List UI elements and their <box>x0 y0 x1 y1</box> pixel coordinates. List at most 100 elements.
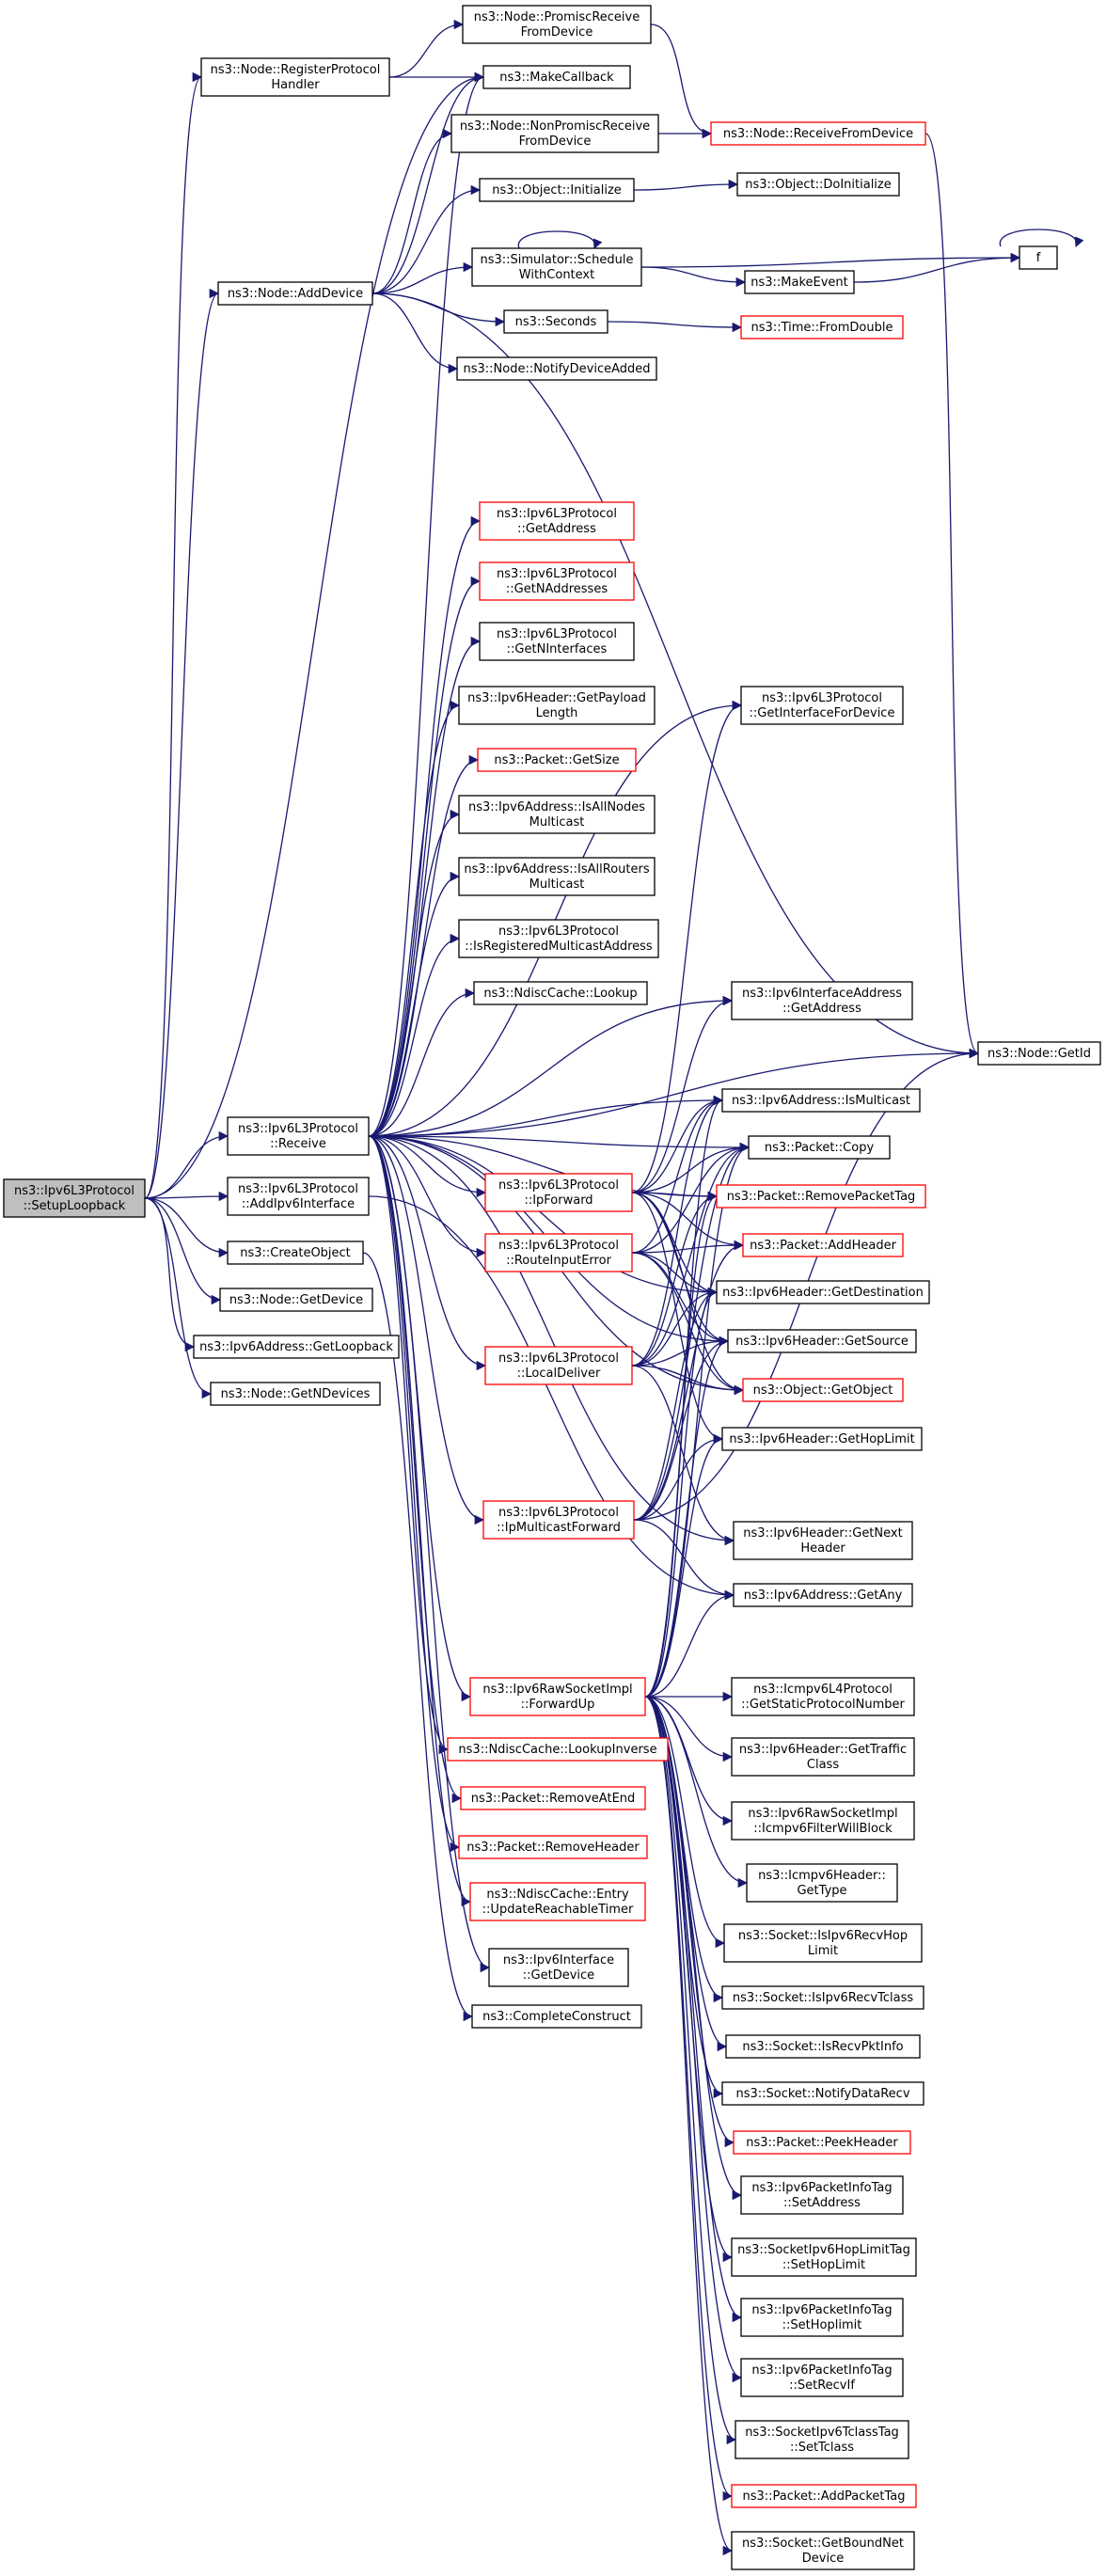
node-ipv6InterfaceGetDevice[interactable]: ns3::Ipv6Interface::GetDevice <box>488 1948 629 1987</box>
node-label: ::GetNAddresses <box>506 582 608 596</box>
node-ipForward[interactable]: ns3::Ipv6L3Protocol::IpForward <box>484 1173 633 1212</box>
node-getNAddresses[interactable]: ns3::Ipv6L3Protocol::GetNAddresses <box>479 561 635 601</box>
node-icmpv6FilterWillBlock[interactable]: ns3::Ipv6RawSocketImpl::Icmpv6FilterWill… <box>731 1801 915 1841</box>
node-peekHeader[interactable]: ns3::Packet::PeekHeader <box>733 2130 911 2155</box>
node-nodeGetDevice[interactable]: ns3::Node::GetDevice <box>219 1288 373 1312</box>
node-pktInfoSetHoplimit[interactable]: ns3::Ipv6PacketInfoTag::SetHoplimit <box>740 2298 904 2337</box>
node-label: ::GetAddress <box>782 1002 861 1016</box>
node-box <box>744 270 855 294</box>
node-label: ns3::Node::GetId <box>988 1047 1091 1061</box>
node-box <box>742 1378 904 1402</box>
node-tclassTagSetTclass[interactable]: ns3::SocketIpv6TclassTag::SetTclass <box>735 2420 909 2459</box>
node-ifaceGetAddress[interactable]: ns3::Ipv6InterfaceAddress::GetAddress <box>731 981 913 1020</box>
node-packetGetSize[interactable]: ns3::Packet::GetSize <box>477 748 637 772</box>
node-box <box>193 1335 400 1359</box>
node-label: ns3::Ipv6Header::GetHopLimit <box>729 1432 914 1446</box>
node-nodeGetId[interactable]: ns3::Node::GetId <box>977 1041 1101 1066</box>
node-objectDoInitialize[interactable]: ns3::Object::DoInitialize <box>736 172 900 197</box>
node-objectInitialize[interactable]: ns3::Object::Initialize <box>479 178 635 202</box>
node-label: ::SetHoplimit <box>782 2318 862 2332</box>
node-pktInfoSetRecvIf[interactable]: ns3::Ipv6PacketInfoTag::SetRecvIf <box>740 2358 904 2397</box>
node-isRegisteredMulticastAddress[interactable]: ns3::Ipv6L3Protocol::IsRegisteredMultica… <box>458 919 659 958</box>
node-addIpv6Interface[interactable]: ns3::Ipv6L3Protocol::AddIpv6Interface <box>227 1177 370 1216</box>
node-getNDevices[interactable]: ns3::Node::GetNDevices <box>210 1382 381 1406</box>
node-removeAtEnd[interactable]: ns3::Packet::RemoveAtEnd <box>460 1786 646 1810</box>
node-getSource[interactable]: ns3::Ipv6Header::GetSource <box>727 1329 917 1353</box>
node-ipMulticastForward[interactable]: ns3::Ipv6L3Protocol::IpMulticastForward <box>482 1500 635 1540</box>
node-pktInfoSetAddress[interactable]: ns3::Ipv6PacketInfoTag::SetAddress <box>740 2175 904 2215</box>
node-removeHeader[interactable]: ns3::Packet::RemoveHeader <box>458 1835 648 1859</box>
node-label: Multicast <box>529 877 585 892</box>
node-getAny[interactable]: ns3::Ipv6Address::GetAny <box>733 1583 913 1607</box>
edge-receive-to-isAllRoutersMulticast <box>368 871 461 1137</box>
node-label: ns3::Ipv6Header::GetNext <box>743 1526 902 1541</box>
node-getInterfaceForDevice[interactable]: ns3::Ipv6L3Protocol::GetInterfaceForDevi… <box>740 686 904 725</box>
node-getAddress[interactable]: ns3::Ipv6L3Protocol::GetAddress <box>479 501 635 541</box>
node-f[interactable]: f <box>1019 245 1058 270</box>
node-getStaticProtocolNumber[interactable]: ns3::Icmpv6L4Protocol::GetStaticProtocol… <box>731 1677 915 1716</box>
node-getNInterfaces[interactable]: ns3::Ipv6L3Protocol::GetNInterfaces <box>479 622 635 661</box>
node-routeInputError[interactable]: ns3::Ipv6L3Protocol::RouteInputError <box>484 1233 633 1272</box>
node-getHopLimit[interactable]: ns3::Ipv6Header::GetHopLimit <box>721 1427 923 1451</box>
node-ndiscLookup[interactable]: ns3::NdiscCache::Lookup <box>473 981 648 1005</box>
node-getObject[interactable]: ns3::Object::GetObject <box>742 1378 904 1402</box>
edge-ipForward-to-getObject <box>631 1192 745 1396</box>
node-forwardUp[interactable]: ns3::Ipv6RawSocketImpl::ForwardUp <box>469 1677 646 1716</box>
edge-receive-to-getNextHeader <box>368 1135 735 1546</box>
node-lookupInverse[interactable]: ns3::NdiscCache::LookupInverse <box>447 1737 669 1762</box>
edge-forwardUp-to-getDestination <box>644 1287 719 1698</box>
node-isMulticast[interactable]: ns3::Ipv6Address::IsMulticast <box>721 1088 921 1113</box>
node-label: ns3::MakeCallback <box>499 71 614 85</box>
node-removePacketTag[interactable]: ns3::Packet::RemovePacketTag <box>716 1184 926 1209</box>
node-makeCallback[interactable]: ns3::MakeCallback <box>482 65 631 89</box>
node-root[interactable]: ns3::Ipv6L3Protocol::SetupLoopback <box>3 1178 146 1218</box>
node-label: ns3::Ipv6L3Protocol <box>498 1351 619 1366</box>
node-makeEvent[interactable]: ns3::MakeEvent <box>744 270 855 294</box>
node-notifyDeviceAdded[interactable]: ns3::Node::NotifyDeviceAdded <box>456 356 657 381</box>
node-addPacketTag[interactable]: ns3::Packet::AddPacketTag <box>731 2484 917 2508</box>
node-completeConstruct[interactable]: ns3::CompleteConstruct <box>471 2004 642 2029</box>
node-isIpv6RecvTclass[interactable]: ns3::Socket::IsIpv6RecvTclass <box>721 1985 924 2010</box>
node-packetCopy[interactable]: ns3::Packet::Copy <box>748 1135 891 1160</box>
node-box <box>735 2420 909 2459</box>
edge-forwardUp-to-getHopLimit <box>644 1433 724 1698</box>
node-localDeliver[interactable]: ns3::Ipv6L3Protocol::LocalDeliver <box>484 1346 633 1385</box>
edge-scheduleWithContext-to-makeEvent <box>640 266 747 288</box>
node-hopLimitTagSetHopLimit[interactable]: ns3::SocketIpv6HopLimitTag::SetHopLimit <box>731 2237 917 2277</box>
node-addDevice[interactable]: ns3::Node::AddDevice <box>217 281 373 306</box>
node-isRecvPktInfo[interactable]: ns3::Socket::IsRecvPktInfo <box>725 2034 921 2059</box>
node-notifyDataRecv[interactable]: ns3::Socket::NotifyDataRecv <box>721 2081 924 2106</box>
edge-ipForward-to-removePacketTag <box>631 1191 719 1202</box>
node-updateReachableTimer[interactable]: ns3::NdiscCache::Entry::UpdateReachableT… <box>469 1882 646 1921</box>
node-createObject[interactable]: ns3::CreateObject <box>227 1241 364 1265</box>
node-label: ::SetHopLimit <box>782 2258 865 2272</box>
edge-receive-to-isMulticast <box>368 1095 724 1137</box>
node-label: ns3::Time::FromDouble <box>751 321 893 335</box>
node-receive[interactable]: ns3::Ipv6L3Protocol::Receive <box>227 1116 370 1156</box>
node-fromDouble[interactable]: ns3::Time::FromDouble <box>740 315 904 340</box>
node-addHeader[interactable]: ns3::Packet::AddHeader <box>742 1233 904 1257</box>
node-icmpGetType[interactable]: ns3::Icmpv6Header::GetType <box>746 1863 898 1903</box>
node-label: ns3::Ipv6Address::IsMulticast <box>732 1094 910 1108</box>
node-seconds[interactable]: ns3::Seconds <box>503 309 608 334</box>
edge-addDevice-to-scheduleWithContext <box>371 261 474 294</box>
node-label: ns3::Ipv6PacketInfoTag <box>751 2303 892 2317</box>
node-box <box>740 2358 904 2397</box>
node-box <box>731 2237 917 2277</box>
node-getLoopback[interactable]: ns3::Ipv6Address::GetLoopback <box>193 1335 400 1359</box>
node-label: Header <box>800 1541 845 1556</box>
node-label: ns3::Packet::RemovePacketTag <box>727 1190 916 1204</box>
node-receiveFromDevice[interactable]: ns3::Node::ReceiveFromDevice <box>710 121 926 146</box>
node-getDestination[interactable]: ns3::Ipv6Header::GetDestination <box>716 1280 930 1304</box>
